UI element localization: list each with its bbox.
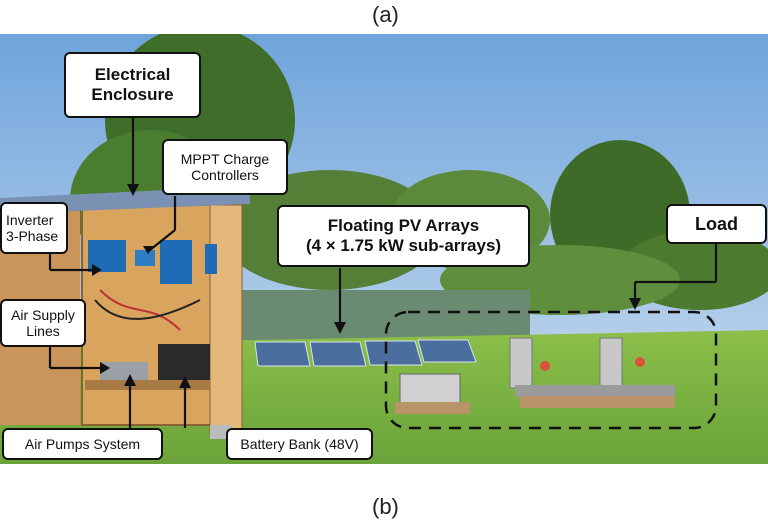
callout-air-supply: Air Supply Lines	[0, 299, 86, 347]
callout-mppt: MPPT Charge Controllers	[162, 139, 288, 195]
callout-inverter: Inverter 3-Phase	[0, 202, 68, 254]
floating-pv-title: Floating PV Arrays	[327, 216, 480, 236]
callout-battery: Battery Bank (48V)	[226, 428, 373, 460]
floating-pv-subtitle: (4 × 1.75 kW sub-arrays)	[305, 236, 502, 255]
load-dashed-box	[384, 310, 718, 430]
callout-electrical-enclosure: Electrical Enclosure	[64, 52, 201, 118]
callout-load: Load	[666, 204, 767, 244]
panel-label-a: (a)	[372, 2, 399, 27]
callout-arrows	[48, 118, 718, 428]
callout-air-pumps: Air Pumps System	[2, 428, 163, 460]
load-equipment	[395, 337, 675, 414]
floating-pv-panels	[254, 339, 477, 367]
panel-label-b: (b)	[372, 494, 399, 519]
callout-floating-pv: Floating PV Arrays (4 × 1.75 kW sub-arra…	[277, 205, 530, 267]
